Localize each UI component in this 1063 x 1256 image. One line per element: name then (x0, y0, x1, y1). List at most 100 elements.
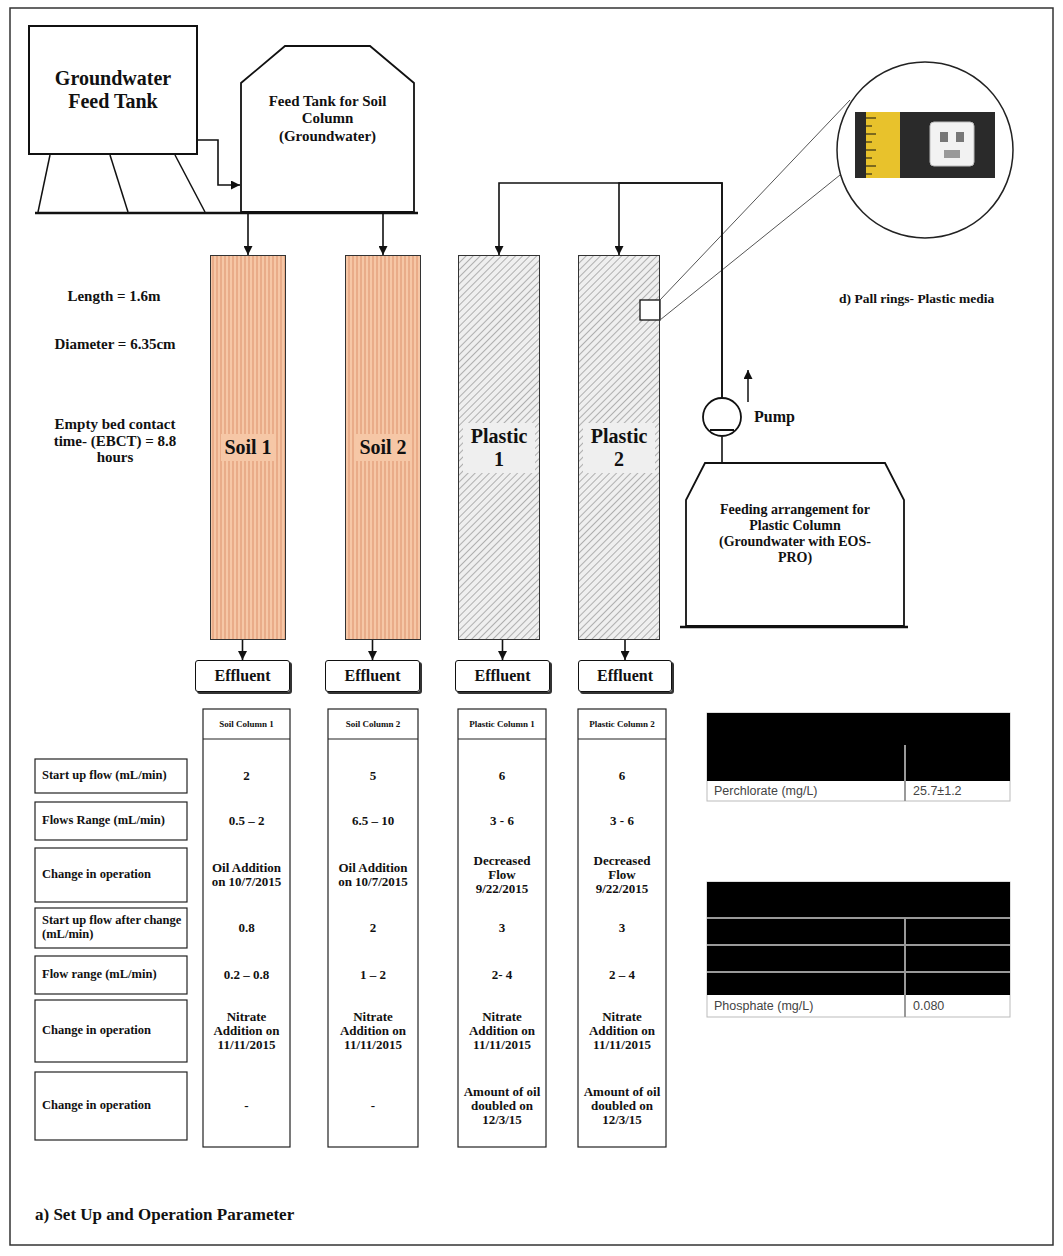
soil-column: Soil 2 (345, 255, 421, 640)
table-cell: Amount of oil doubled on 12/3/15 (578, 1070, 666, 1142)
figure-caption: a) Set Up and Operation Parameter (35, 1206, 294, 1225)
feed-tank-bottle: Feed Tank for Soil Column (Groundwater) (240, 45, 415, 213)
table-cell: 0.080 (910, 998, 1006, 1015)
row-header: Change in operation (37, 1000, 185, 1062)
dimension-note: Empty bed contact time- (EBCT) = 8.8 hou… (42, 416, 188, 466)
ruler-ticks (866, 118, 876, 174)
node-label: Effluent (475, 667, 531, 685)
pipe-connector (502, 640, 504, 660)
tank-leg (110, 155, 128, 212)
feed-bottle: Feeding arrangement for Plastic Column (… (685, 462, 905, 627)
table-cell: 0.2 – 0.8 (203, 954, 290, 996)
tank-leg (38, 155, 50, 212)
table-column (458, 709, 546, 1147)
sample-square (640, 300, 660, 320)
pipe-connector (499, 183, 722, 397)
table-cell: Nitrate Addition on 11/11/2015 (578, 998, 666, 1064)
pipe-connector (382, 213, 384, 255)
table-cell: Phosphate (mg/L) (711, 998, 901, 1015)
column-header: Plastic Column 2 (578, 711, 666, 738)
table-cell: 2- 4 (458, 954, 546, 996)
row-header: Change in operation (37, 1072, 185, 1140)
effluent-box: Effluent (195, 660, 290, 692)
node-label: Groundwater Feed Tank (43, 67, 183, 113)
inset-photo (855, 112, 995, 178)
pipe-connector (242, 640, 244, 660)
tank-leg (175, 155, 205, 212)
table-cell: Nitrate Addition on 11/11/2015 (328, 998, 418, 1064)
table-cell: Nitrate Addition on 11/11/2015 (458, 998, 546, 1064)
pipe-connector (247, 213, 249, 255)
table-cell: 2 – 4 (578, 954, 666, 996)
redacted-table (707, 882, 1010, 1017)
table-cell: 6 (578, 757, 666, 795)
inset-caption: d) Pall rings- Plastic media (836, 292, 1050, 307)
table-cell: 25.7±1.2 (910, 783, 1006, 800)
effluent-box: Effluent (325, 660, 420, 692)
node-label: Plastic 2 (583, 423, 655, 473)
effluent-box: Effluent (455, 660, 550, 692)
table-cell: 5 (328, 757, 418, 795)
table-cell: 2 (328, 906, 418, 950)
table-cell: 6 (458, 757, 546, 795)
table-cell: 2 (203, 757, 290, 795)
flow-arrow (747, 370, 749, 402)
node-label: Plastic 1 (463, 423, 535, 473)
soil-fill (345, 255, 421, 640)
table-cell: 6.5 – 10 (328, 800, 418, 842)
row-box (35, 759, 187, 793)
redacted-table (707, 713, 1010, 801)
row-header: Flow range (mL/min) (37, 956, 185, 994)
pump: Pump (700, 397, 805, 437)
table-cell: 0.8 (203, 906, 290, 950)
effluent-box: Effluent (578, 660, 672, 692)
table-cell: Decreased Flow 9/22/2015 (578, 846, 666, 904)
column-header: Plastic Column 1 (458, 711, 546, 738)
pump-outline-path (703, 398, 741, 436)
plastic-column: Plastic 1 (458, 255, 540, 640)
soil-column: Soil 1 (210, 255, 286, 640)
row-box (35, 848, 187, 902)
row-box (35, 1000, 187, 1062)
redaction-block (707, 713, 1010, 781)
pipe-connector (619, 183, 722, 397)
table-cell: 3 - 6 (578, 800, 666, 842)
row-header: Start up flow (mL/min) (37, 759, 185, 793)
table-cell: Decreased Flow 9/22/2015 (458, 846, 546, 904)
leader-line (660, 100, 850, 300)
table-cell: - (203, 1070, 290, 1142)
node-label: Soil 2 (356, 434, 409, 461)
pall-ring-window (944, 150, 960, 158)
header-rule (203, 738, 666, 739)
table-cell: 1 – 2 (328, 954, 418, 996)
pipe-connector (721, 437, 723, 462)
pipe-connector (198, 140, 240, 185)
pipe-connector (372, 640, 374, 660)
soil-fill (210, 255, 286, 640)
plastic-column: Plastic 2 (578, 255, 660, 640)
row-box (35, 1072, 187, 1140)
table-cell: Perchlorate (mg/L) (711, 783, 901, 800)
pall-ring-window (940, 132, 948, 142)
dimension-note: Length = 1.6m (38, 288, 190, 305)
pall-ring (930, 122, 974, 166)
node-label: Effluent (597, 667, 653, 685)
node-label: Effluent (345, 667, 401, 685)
table-cell: Amount of oil doubled on 12/3/15 (458, 1070, 546, 1142)
table-cell: 3 (578, 906, 666, 950)
table-cell: Oil Addition on 10/7/2015 (328, 846, 418, 904)
row-header: Start up flow after change (mL/min) (37, 908, 185, 948)
node-label: Feeding arrangement for Plastic Column (… (715, 502, 875, 566)
row-box (35, 956, 187, 994)
row-header: Flows Range (mL/min) (37, 802, 185, 840)
node-label: Effluent (215, 667, 271, 685)
feed-tank-box: Groundwater Feed Tank (28, 25, 198, 155)
feed-bottle-outline-path (686, 463, 904, 626)
table-column (203, 709, 290, 1147)
pall-ring-window (956, 132, 964, 142)
